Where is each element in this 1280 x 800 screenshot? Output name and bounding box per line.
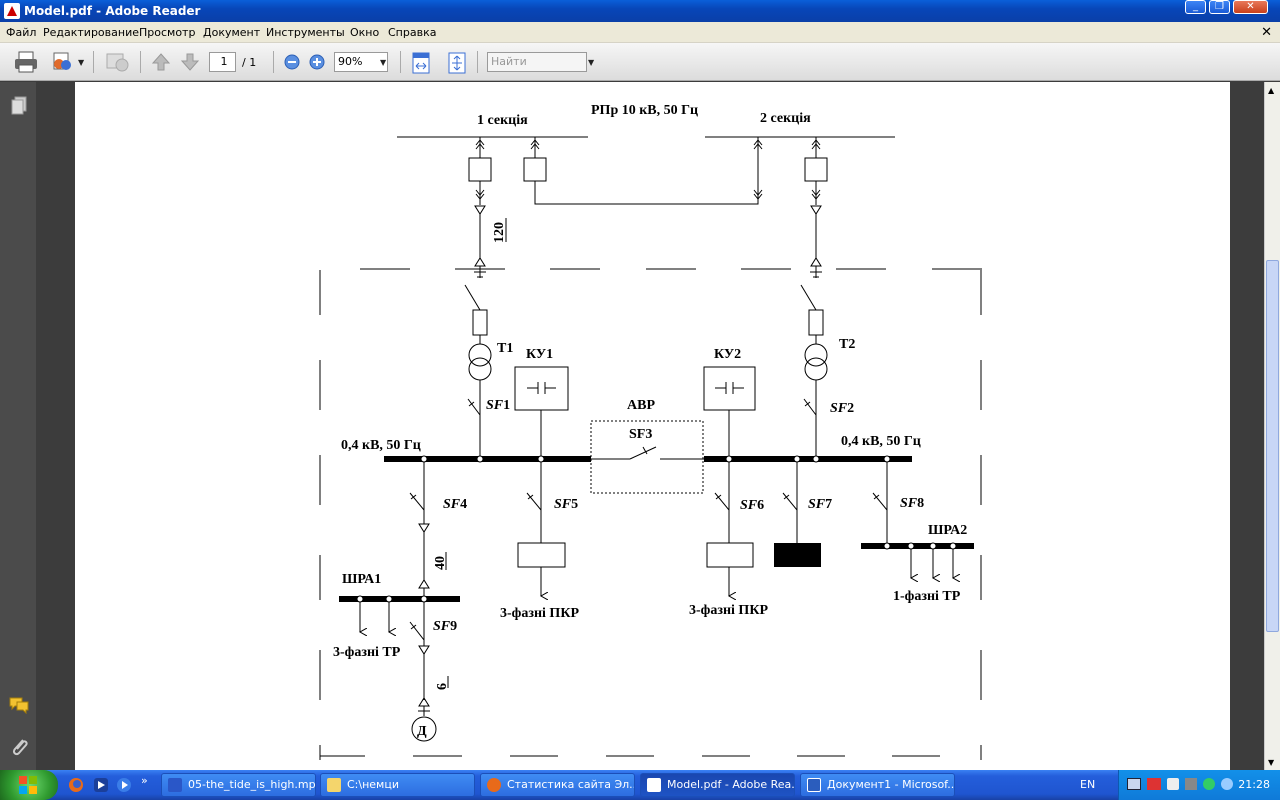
- ku2-label: КУ2: [714, 347, 741, 362]
- menu-file[interactable]: Файл: [6, 26, 37, 39]
- zoom-in-icon[interactable]: [309, 54, 325, 70]
- search-input[interactable]: Найти: [487, 52, 587, 72]
- scroll-up-icon[interactable]: ▲: [1268, 86, 1275, 95]
- firefox-icon: [487, 778, 501, 792]
- pages-icon[interactable]: [10, 96, 28, 116]
- load-pkr1-label: 3-фазні ПКР: [500, 606, 579, 621]
- section-1-label: 1 секція: [477, 113, 528, 128]
- motor-label: Д: [417, 724, 427, 739]
- previous-page-icon[interactable]: [151, 52, 171, 72]
- bus-right-label: 0,4 кВ, 50 Гц: [841, 434, 921, 449]
- media-player-icon[interactable]: [93, 777, 109, 793]
- sf1-label: SF1: [486, 398, 510, 413]
- quick-launch-more-icon[interactable]: »: [141, 774, 148, 787]
- load-1tr-label: 1-фазні ТР: [893, 589, 961, 604]
- next-page-icon[interactable]: [180, 52, 200, 72]
- title-bar: Model.pdf - Adobe Reader _ ❐ ✕: [0, 0, 1280, 22]
- document-close-icon[interactable]: ✕: [1261, 25, 1272, 40]
- bus-left-label: 0,4 кВ, 50 Гц: [341, 438, 421, 453]
- fit-width-icon[interactable]: [411, 52, 431, 74]
- taskbar-item-browser[interactable]: Статистика сайта Эл...: [480, 773, 635, 797]
- sf5-label: SF5: [554, 497, 578, 512]
- system-tray: 21:28: [1118, 770, 1280, 800]
- navigation-panel: [0, 82, 36, 770]
- electrical-diagram: РПр 10 кВ, 50 Гц 1 секція 2 секція 120 Т…: [319, 103, 982, 760]
- media-icon: [168, 778, 182, 792]
- shra1-label: ШРА1: [342, 572, 381, 587]
- menu-tools[interactable]: Инструменты: [266, 26, 345, 39]
- toolbar: ▼ 1 / 1 90% ▼ Найти ▼: [0, 43, 1280, 81]
- sf6-label: SF6: [740, 498, 764, 513]
- volume-icon[interactable]: [1185, 778, 1197, 790]
- scrollbar-thumb[interactable]: [1266, 260, 1279, 632]
- avr-label: АВР: [627, 398, 655, 413]
- minimize-button[interactable]: _: [1185, 0, 1206, 14]
- attachments-icon[interactable]: [9, 736, 29, 758]
- taskbar-item-media[interactable]: 05-the_tide_is_high.mp...: [161, 773, 316, 797]
- taskbar-item-word[interactable]: Документ1 - Microsof...: [800, 773, 955, 797]
- taskbar-item-folder[interactable]: C:\немци: [320, 773, 475, 797]
- cable-6-label: 6: [435, 683, 450, 690]
- cable-40-label: 40: [433, 556, 448, 570]
- share-dropdown-icon[interactable]: ▼: [78, 58, 85, 67]
- vertical-scrollbar[interactable]: ▲ ▼: [1264, 82, 1280, 770]
- menu-edit[interactable]: Редактирование: [43, 26, 139, 39]
- sf7-label: SF7: [808, 497, 832, 512]
- section-2-label: 2 секція: [760, 111, 811, 126]
- menu-view[interactable]: Просмотр: [139, 26, 196, 39]
- tray-app-icon[interactable]: [1221, 778, 1233, 790]
- taskbar-item-adobe[interactable]: Model.pdf - Adobe Rea...: [640, 773, 795, 797]
- word-icon: [807, 778, 821, 792]
- t1-label: Т1: [497, 341, 513, 356]
- menu-bar: Файл Редактирование Просмотр Документ Ин…: [0, 22, 1280, 43]
- zoom-level-select[interactable]: 90%: [334, 52, 388, 72]
- collaborate-icon[interactable]: [104, 51, 130, 73]
- clock[interactable]: 21:28: [1238, 778, 1270, 791]
- diagram-header: РПр 10 кВ, 50 Гц: [591, 103, 698, 118]
- device-icon[interactable]: [1167, 778, 1179, 790]
- security-icon[interactable]: [1147, 778, 1161, 790]
- page-number-input[interactable]: 1: [209, 52, 236, 72]
- quick-launch-icon[interactable]: [116, 777, 132, 793]
- page-total: / 1: [242, 56, 257, 69]
- pdf-page: РПр 10 кВ, 50 Гц 1 секція 2 секція 120 Т…: [75, 82, 1230, 770]
- close-button[interactable]: ✕: [1233, 0, 1268, 14]
- share-icon[interactable]: [50, 51, 76, 73]
- search-dropdown-icon[interactable]: ▼: [588, 58, 595, 67]
- network-icon[interactable]: [1127, 778, 1141, 790]
- t2-label: Т2: [839, 337, 855, 352]
- fit-page-icon[interactable]: [447, 52, 467, 74]
- update-icon[interactable]: [1203, 778, 1215, 790]
- shra2-label: ШРА2: [928, 523, 967, 538]
- zoom-dropdown-icon[interactable]: ▼: [380, 58, 387, 67]
- zoom-out-icon[interactable]: [284, 54, 300, 70]
- firefox-icon[interactable]: [68, 777, 84, 793]
- taskbar: » 05-the_tide_is_high.mp... C:\немци Ста…: [0, 770, 1280, 800]
- load-pkr2-label: 3-фазні ПКР: [689, 603, 768, 618]
- scroll-down-icon[interactable]: ▼: [1268, 758, 1275, 767]
- maximize-button[interactable]: ❐: [1209, 0, 1230, 14]
- sf3-label: SF3: [629, 427, 652, 442]
- cable-120-label: 120: [492, 222, 507, 243]
- start-button[interactable]: [0, 770, 58, 800]
- comments-icon[interactable]: [8, 696, 30, 714]
- windows-logo-icon: [19, 776, 37, 794]
- sf9-label: SF9: [433, 619, 457, 634]
- sf4-label: SF4: [443, 497, 467, 512]
- sf8-label: SF8: [900, 496, 924, 511]
- window-title: Model.pdf - Adobe Reader: [24, 4, 201, 18]
- adobe-reader-icon: [4, 3, 20, 19]
- language-indicator[interactable]: EN: [1080, 778, 1096, 791]
- menu-window[interactable]: Окно: [350, 26, 380, 39]
- adobe-icon: [647, 778, 661, 792]
- load-3tr-label: 3-фазні ТР: [333, 645, 401, 660]
- menu-document[interactable]: Документ: [203, 26, 261, 39]
- print-icon[interactable]: [14, 51, 38, 73]
- folder-icon: [327, 778, 341, 792]
- sf2-label: SF2: [830, 401, 854, 416]
- menu-help[interactable]: Справка: [388, 26, 437, 39]
- ku1-label: КУ1: [526, 347, 553, 362]
